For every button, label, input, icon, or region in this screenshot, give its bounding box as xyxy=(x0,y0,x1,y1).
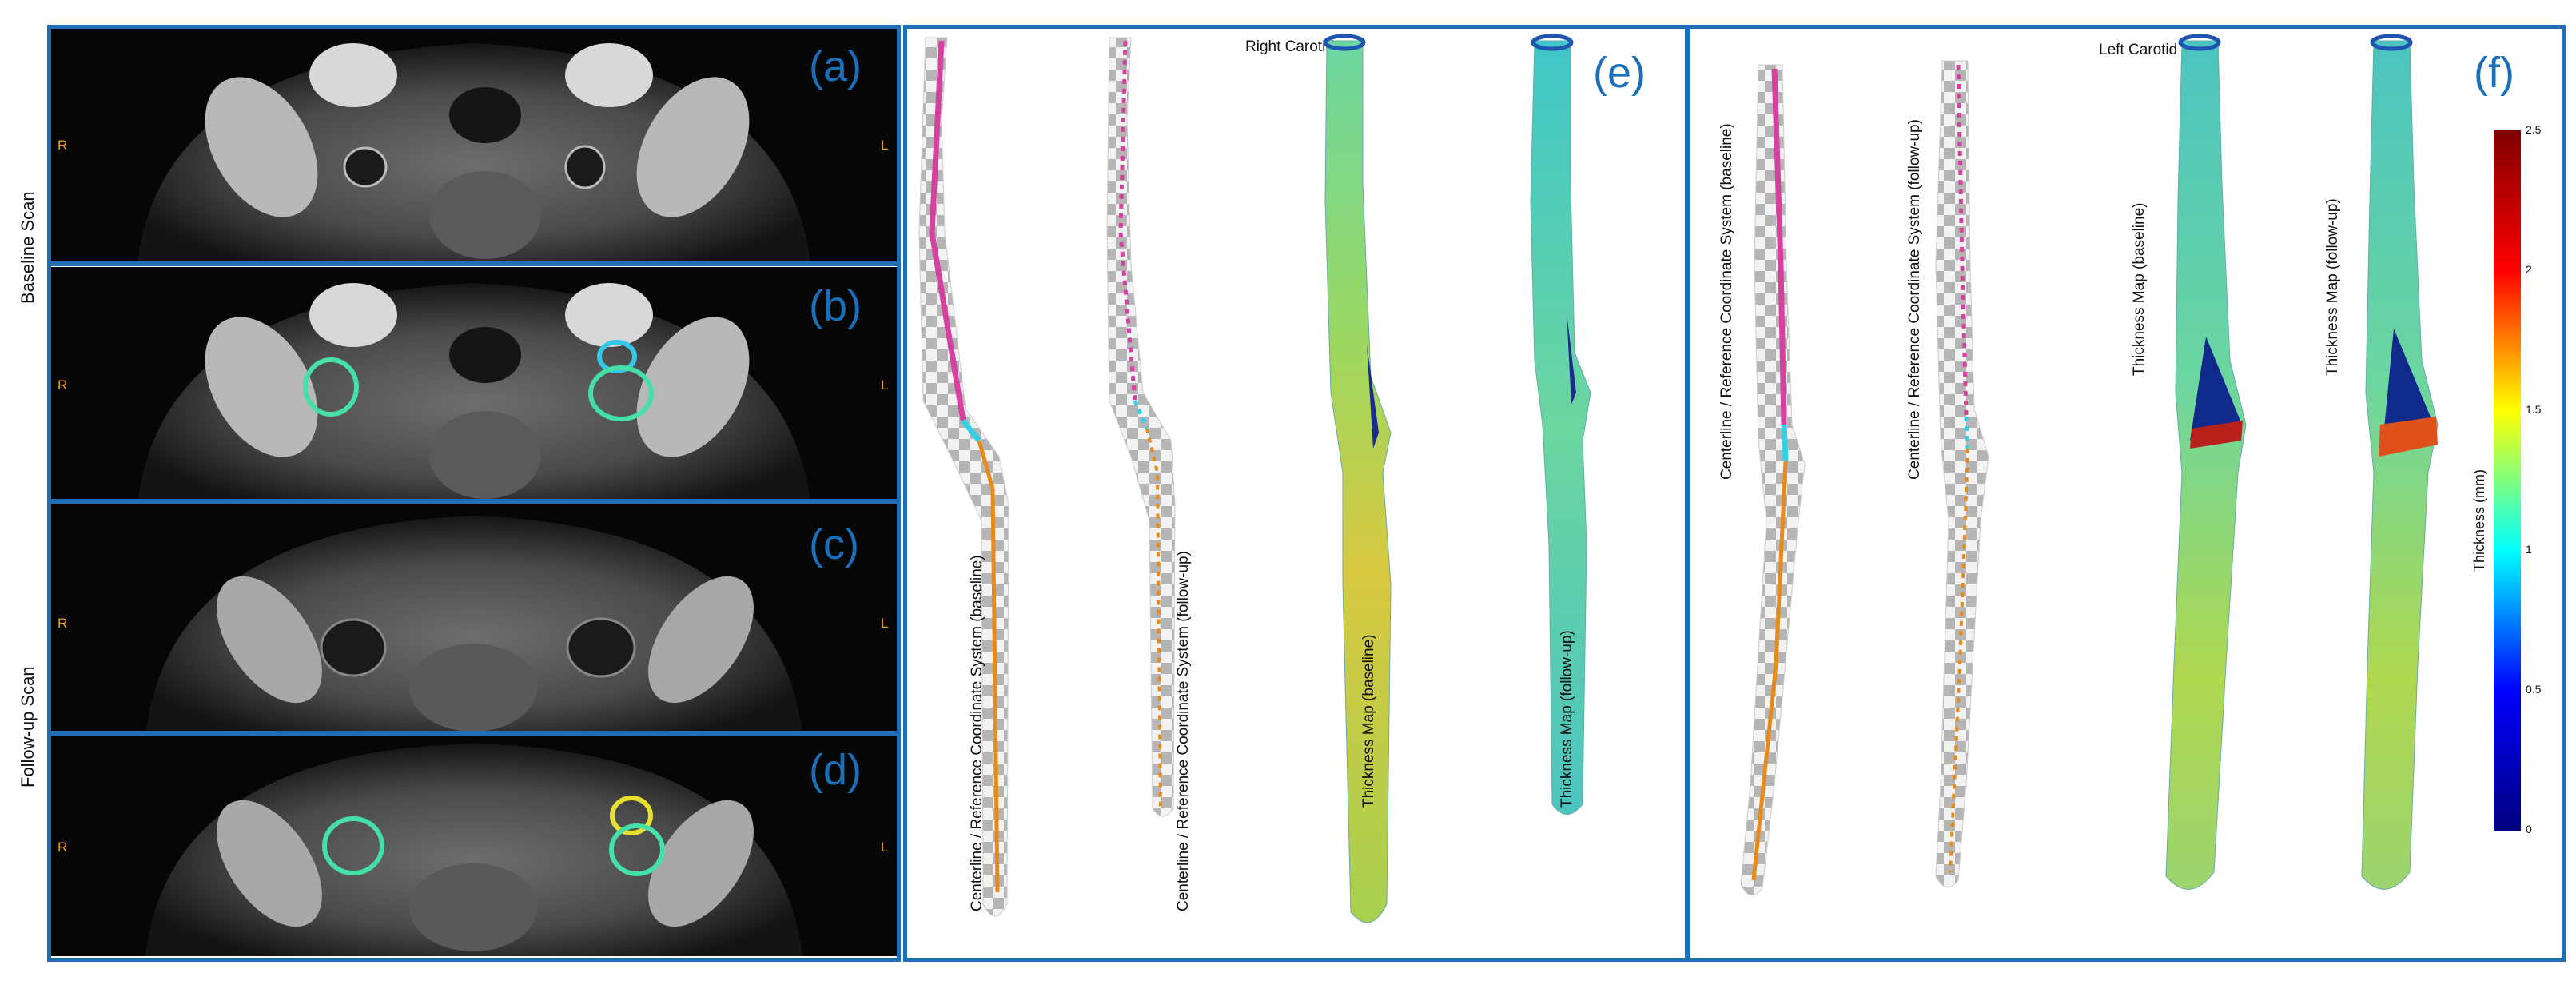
mri-image-b xyxy=(137,283,810,504)
colorbar-label: Thickness (mm) xyxy=(2471,469,2487,572)
mri-separator-2 xyxy=(50,499,898,504)
thickness-map-baseline xyxy=(1324,40,1392,923)
right-label-thickness-followup: Thickness Map (follow-up) xyxy=(1559,630,1575,808)
panel-label-b: (b) xyxy=(809,282,862,330)
panel-label-d: (d) xyxy=(809,746,862,794)
colorbar-tick-0-5: 0.5 xyxy=(2526,683,2542,696)
thickness-map-followup xyxy=(2361,40,2439,890)
mri-separator-1 xyxy=(50,261,898,266)
centerline-ica-followup xyxy=(1145,428,1162,809)
right-label-thickness-baseline: Thickness Map (baseline) xyxy=(1360,634,1377,808)
mri-image-a xyxy=(137,43,810,264)
vessel-wall-contour-left-lower xyxy=(588,365,654,421)
left-label-thickness-followup: Thickness Map (follow-up) xyxy=(2324,198,2341,376)
centerline-ica-baseline xyxy=(1751,460,1788,881)
left-carotid-frame xyxy=(1686,25,2566,962)
centerline-cca-followup xyxy=(1118,40,1137,401)
side-letter-right: R xyxy=(58,377,68,393)
thickness-map-followup xyxy=(1530,40,1591,815)
vessel-wall-contour-left-lower xyxy=(609,823,665,876)
vessel-wall-contour-left-upper xyxy=(597,340,637,373)
mri-separator-3 xyxy=(50,731,898,736)
left-label-thickness-baseline: Thickness Map (baseline) xyxy=(2131,202,2148,376)
panel-label-c: (c) xyxy=(809,520,859,568)
side-letter-right: R xyxy=(58,839,68,855)
vessel-model-centerline-followup xyxy=(1935,60,1989,888)
row-label-baseline: Baseline Scan xyxy=(18,191,38,304)
colorbar-tick-0: 0 xyxy=(2526,823,2532,835)
colorbar-tick-2-5: 2.5 xyxy=(2526,123,2542,136)
side-letter-left: L xyxy=(881,138,889,153)
panel-label-f: (f) xyxy=(2474,49,2514,97)
vessel-wall-contour-right xyxy=(303,357,359,417)
right-label-centerline-baseline: Centerline / Reference Coordinate System… xyxy=(969,555,985,911)
vessel-wall-contour-right xyxy=(322,816,384,875)
vessel-model-centerline-baseline xyxy=(1740,64,1806,896)
panel-label-e: (e) xyxy=(1593,49,1646,97)
vessel-model-centerline-followup xyxy=(1106,37,1176,817)
side-letter-right: R xyxy=(58,138,68,153)
thickness-map-baseline xyxy=(2165,40,2247,890)
side-letter-left: L xyxy=(881,616,889,631)
colorbar-tick-1-5: 1.5 xyxy=(2526,403,2542,416)
right-carotid-title: Right Carotid xyxy=(1245,38,1334,55)
mri-panel-c: R L (c) xyxy=(50,504,898,740)
centerline-ica-baseline xyxy=(977,440,1000,893)
row-label-followup: Follow-up Scan xyxy=(18,666,38,788)
mri-panel-a: R L (a) xyxy=(50,27,898,264)
centerline-bifurcation-baseline xyxy=(1781,424,1789,461)
left-carotid-title: Left Carotid xyxy=(2099,42,2178,58)
colorbar xyxy=(2494,130,2521,831)
right-carotid-models xyxy=(918,34,1591,923)
side-letter-right: R xyxy=(58,616,68,631)
centerline-bifurcation-baseline xyxy=(961,418,981,443)
left-carotid-models xyxy=(1740,34,2439,896)
side-letter-left: L xyxy=(881,377,889,393)
colorbar-tick-2: 2 xyxy=(2526,263,2532,276)
vessel-model-centerline-baseline xyxy=(918,37,1009,917)
vessel-wall-contour-left-upper xyxy=(610,796,653,835)
right-label-centerline-followup: Centerline / Reference Coordinate System… xyxy=(1175,551,1192,911)
colorbar-tick-1: 1 xyxy=(2526,543,2532,556)
left-label-centerline-followup: Centerline / Reference Coordinate System… xyxy=(1906,119,1923,480)
mri-image-c xyxy=(145,516,802,736)
mri-panel-b: R L (b) xyxy=(50,267,898,504)
mri-image-d xyxy=(145,744,802,956)
centerline-cca-baseline xyxy=(929,40,966,421)
mri-column-frame xyxy=(47,25,901,962)
centerline-cca-baseline xyxy=(1771,68,1787,425)
side-letter-left: L xyxy=(881,839,889,855)
mri-panel-d: R L (d) xyxy=(50,736,898,956)
left-label-centerline-baseline: Centerline / Reference Coordinate System… xyxy=(1718,123,1735,480)
centerline-cca-followup xyxy=(1956,64,1969,417)
panel-label-a: (a) xyxy=(809,42,862,90)
